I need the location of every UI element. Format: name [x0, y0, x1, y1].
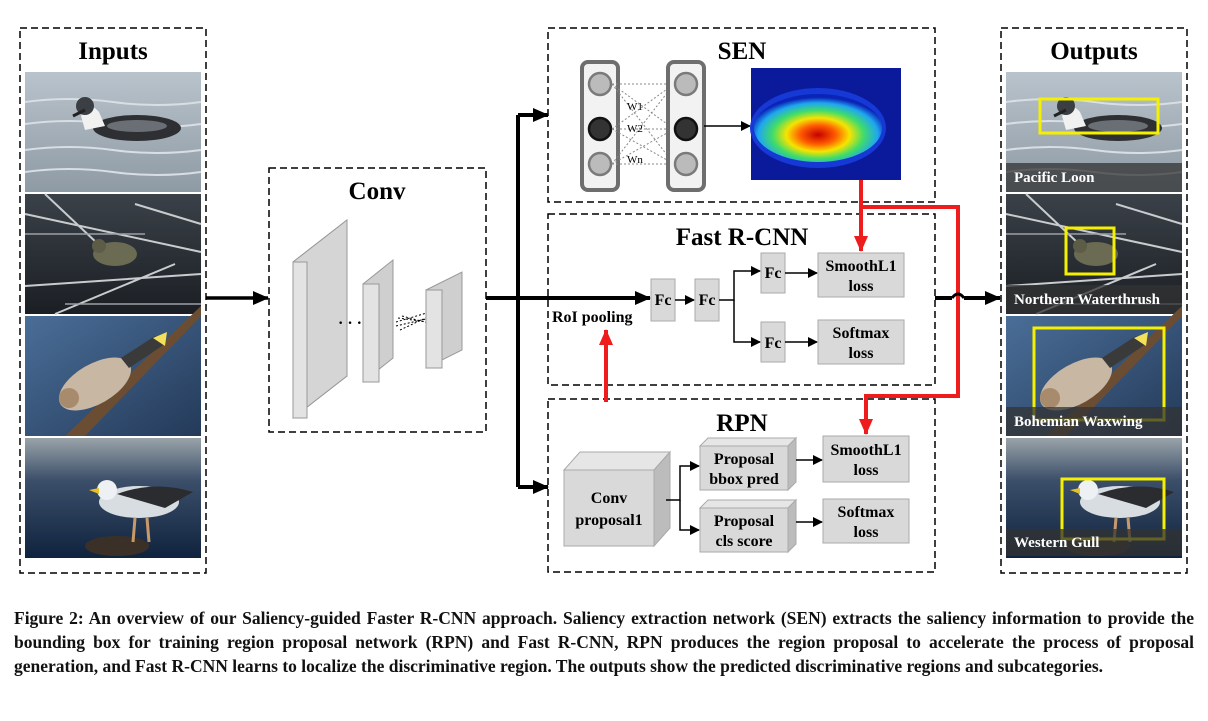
sen-layer-left	[580, 60, 620, 192]
prediction-box-2	[1064, 226, 1116, 276]
conv-layer-3	[425, 271, 463, 369]
sen-weights	[611, 83, 675, 165]
conv-layer-1	[292, 218, 348, 420]
fc-label-1: Fc	[655, 292, 672, 309]
rpn-title: RPN	[716, 410, 767, 437]
saliency-map	[750, 68, 901, 180]
fc-label-3: Fc	[765, 265, 782, 282]
rpn-panel: RPN Conv proposal1 Proposal bbox pred Pr…	[547, 398, 936, 573]
output-label-4: Western Gull	[1014, 535, 1099, 551]
output-label-2: Northern Waterthrush	[1014, 292, 1161, 308]
figure-caption: Figure 2: An overview of our Saliency-gu…	[14, 608, 1194, 676]
input-image-pacific-loon	[23, 70, 203, 194]
rpn-softmax-loss-box	[822, 498, 910, 544]
fc-label-2: Fc	[699, 292, 716, 309]
outputs-panel: Outputs Pacific Loon Northern Waterthrus…	[1000, 27, 1188, 574]
fast-softmax-loss-box	[817, 319, 905, 365]
roi-pooling-label: RoI pooling	[552, 309, 632, 326]
conv-output-arrows	[486, 108, 651, 494]
fast-rcnn-title: Fast R-CNN	[676, 224, 809, 251]
inputs-panel: Inputs	[19, 27, 207, 574]
fast-smoothl1-line2: loss	[849, 278, 874, 295]
proposal-cls-score-box	[698, 498, 798, 554]
input-image-bohemian-waxwing	[25, 306, 201, 436]
conv-panel: Conv · · ·	[268, 167, 487, 433]
fc-label-4: Fc	[765, 335, 782, 352]
fast-softmax-line1: Softmax	[833, 325, 890, 342]
weight-w1: W1	[627, 101, 643, 113]
input-image-western-gull	[23, 436, 203, 560]
cls-score-line1: Proposal	[714, 513, 775, 530]
rpn-softmax-line1: Softmax	[838, 504, 895, 521]
fc-box-4	[760, 321, 786, 363]
output-item-3: Bohemian Waxwing	[1006, 306, 1182, 436]
red-supervision-arrows	[599, 180, 960, 435]
architecture-diagram: Inputs Conv · · ·	[19, 27, 1188, 574]
outputs-title: Outputs	[1050, 38, 1138, 65]
bbox-pred-line2: bbox pred	[709, 471, 779, 488]
conv-proposal-box	[562, 450, 672, 548]
rpn-smoothl1-line2: loss	[854, 462, 879, 479]
sen-layer-right	[666, 60, 706, 192]
conv-ellipsis: · · ·	[338, 315, 362, 332]
conv-proposal-line2: proposal1	[575, 512, 642, 529]
prediction-box-1	[1038, 97, 1160, 135]
rpn-softmax-line2: loss	[854, 524, 879, 541]
conv-connections	[395, 311, 433, 331]
fc-box-3	[760, 252, 786, 294]
conv-title: Conv	[349, 178, 406, 205]
output-label-3: Bohemian Waxwing	[1014, 414, 1143, 430]
weight-w2: W2	[627, 123, 643, 135]
bbox-pred-line1: Proposal	[714, 451, 775, 468]
output-item-4: Western Gull	[1004, 436, 1184, 560]
conv-proposal-line1: Conv	[591, 490, 627, 507]
proposal-bbox-pred-box	[698, 436, 798, 492]
rpn-smoothl1-line1: SmoothL1	[830, 442, 901, 459]
output-item-2: Northern Waterthrush	[1005, 193, 1183, 315]
input-image-northern-waterthrush	[24, 193, 202, 315]
fast-softmax-line2: loss	[849, 345, 874, 362]
sen-panel: SEN W1 W2 Wn	[547, 27, 936, 203]
arrow-to-outputs	[935, 291, 1001, 305]
red-arrow-sen-to-rpn	[859, 205, 960, 435]
weight-wn: Wn	[627, 154, 643, 166]
cls-score-line2: cls score	[715, 533, 772, 550]
conv-layer-2	[362, 258, 394, 384]
fast-smoothl1-line1: SmoothL1	[825, 258, 896, 275]
inputs-title: Inputs	[78, 38, 148, 65]
output-item-1: Pacific Loon	[1004, 70, 1184, 194]
output-label-1: Pacific Loon	[1014, 170, 1095, 186]
fc-box-2	[694, 278, 720, 322]
fast-smoothl1-loss-box	[817, 252, 905, 298]
fast-rcnn-panel: Fast R-CNN RoI pooling Fc Fc Fc Fc Smoot…	[547, 213, 936, 386]
sen-title: SEN	[718, 38, 767, 65]
rpn-smoothl1-loss-box	[822, 435, 910, 483]
